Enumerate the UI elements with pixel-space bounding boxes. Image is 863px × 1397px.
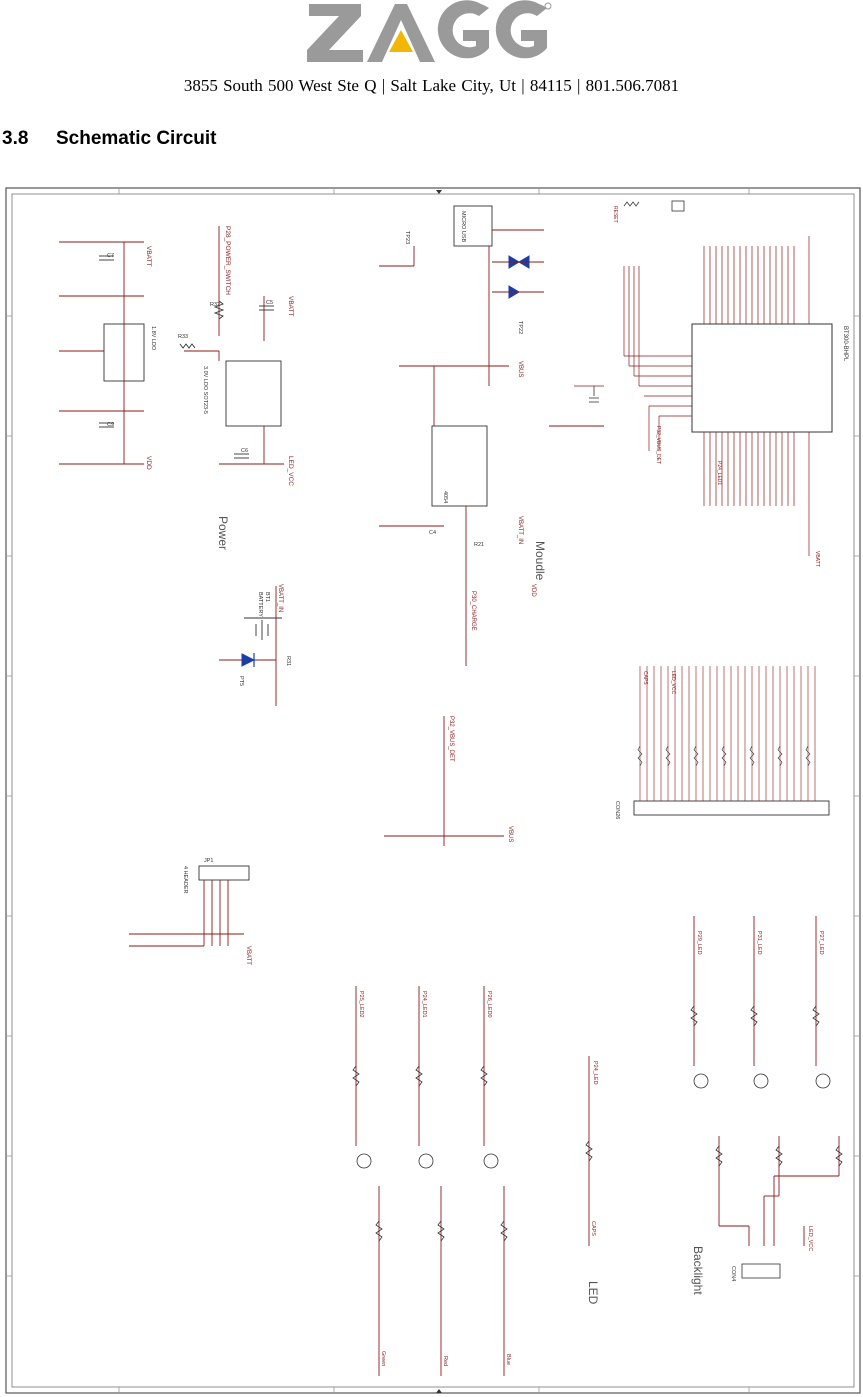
svg-text:R21: R21 bbox=[474, 542, 484, 548]
logo-triangle-icon bbox=[389, 30, 413, 52]
u1-label: BT300-BHPL bbox=[842, 326, 848, 362]
j2-label: CON4 bbox=[730, 1266, 736, 1281]
j1-label: CON26 bbox=[614, 801, 620, 819]
net-red: Red bbox=[442, 1356, 448, 1366]
svg-text:LED_VCC: LED_VCC bbox=[807, 1226, 813, 1251]
net-p25-led2: P25_LED2 bbox=[358, 991, 364, 1018]
svg-text:VBATT: VBATT bbox=[245, 946, 251, 965]
jp1-label: 4 HEADER bbox=[182, 866, 188, 894]
net-p24-led1: P24_LED1 bbox=[716, 461, 722, 485]
svg-text:P24_LED: P24_LED bbox=[592, 1061, 598, 1085]
net-vbus-det: P32_VBUS_DET bbox=[655, 426, 661, 464]
net-caps: CAPS bbox=[642, 671, 648, 685]
svg-text:C4: C4 bbox=[429, 530, 436, 536]
section-title: Schematic Circuit bbox=[56, 128, 217, 149]
net-power-switch: P28_POWER_SWITCH bbox=[224, 226, 231, 295]
bt1-label: BATTERY bbox=[257, 592, 263, 617]
u2-label: 4054 bbox=[442, 491, 448, 503]
svg-text:CAPS: CAPS bbox=[590, 1221, 596, 1236]
net-p29-led: P29_LED bbox=[696, 931, 702, 955]
block-label-module: Moudle bbox=[533, 541, 547, 581]
svg-text:PT5: PT5 bbox=[238, 676, 244, 686]
net-vbus: VBUS bbox=[517, 361, 523, 377]
svg-text:C6: C6 bbox=[241, 448, 248, 454]
svg-text:VDD: VDD bbox=[145, 456, 152, 470]
svg-text:C5: C5 bbox=[266, 300, 273, 306]
svg-text:VBATT_IN: VBATT_IN bbox=[517, 516, 523, 544]
section-number: 3.8 bbox=[2, 128, 29, 149]
net-p31-led: P31_LED bbox=[756, 931, 762, 955]
tp23-label: TP23 bbox=[404, 231, 410, 244]
svg-text:P32_VBUS_DET: P32_VBUS_DET bbox=[448, 716, 454, 762]
net-vdd: VDD bbox=[530, 584, 536, 597]
zagg-logo bbox=[307, 0, 552, 62]
block-label-backlight: Backlight bbox=[691, 1246, 705, 1295]
svg-text:VBATT: VBATT bbox=[145, 246, 152, 266]
net-p26-led0: P26_LED0 bbox=[486, 991, 492, 1018]
svg-text:R31: R31 bbox=[285, 656, 291, 666]
u3-label: 3.0V LDO SOT23-5 bbox=[202, 366, 208, 414]
net-p27-led: P27_LED bbox=[818, 931, 824, 955]
block-label-power: Power bbox=[216, 516, 230, 550]
svg-text:R32: R32 bbox=[210, 302, 220, 308]
svg-text:LED_VCC: LED_VCC bbox=[670, 671, 676, 694]
net-blue: Blue bbox=[505, 1354, 511, 1365]
net-charge: P30_CHARGE bbox=[470, 591, 476, 631]
svg-text:VBATT: VBATT bbox=[814, 551, 820, 567]
reset-label: RESET bbox=[612, 206, 618, 223]
net-vbatt-in: VBATT_IN bbox=[277, 584, 283, 612]
block-label-led: LED bbox=[586, 1281, 600, 1305]
schematic-drawing: VBATT VDD P28_POWER_SWITCH VBATT LED_VCC… bbox=[5, 187, 861, 1394]
svg-text:VBATT: VBATT bbox=[287, 296, 294, 316]
company-address: 3855 South 500 West Ste Q | Salt Lake Ci… bbox=[183, 76, 680, 95]
net-led-vcc: LED_VCC bbox=[287, 456, 294, 486]
u4-label: 1.8V LDO bbox=[150, 326, 156, 351]
svg-text:C9: C9 bbox=[107, 422, 114, 428]
tp22-label: TP22 bbox=[517, 321, 523, 334]
svg-text:P24_LED1: P24_LED1 bbox=[421, 991, 427, 1018]
svg-text:JP1: JP1 bbox=[204, 858, 213, 864]
usb1-label: MICRO USB bbox=[460, 211, 466, 243]
svg-text:VBUS: VBUS bbox=[507, 826, 513, 842]
svg-text:BT1: BT1 bbox=[264, 592, 270, 602]
net-green: Green bbox=[380, 1351, 386, 1366]
svg-text:R33: R33 bbox=[178, 334, 188, 340]
svg-text:C7: C7 bbox=[107, 253, 114, 259]
section-heading: 3.8 Schematic Circuit bbox=[2, 128, 217, 150]
